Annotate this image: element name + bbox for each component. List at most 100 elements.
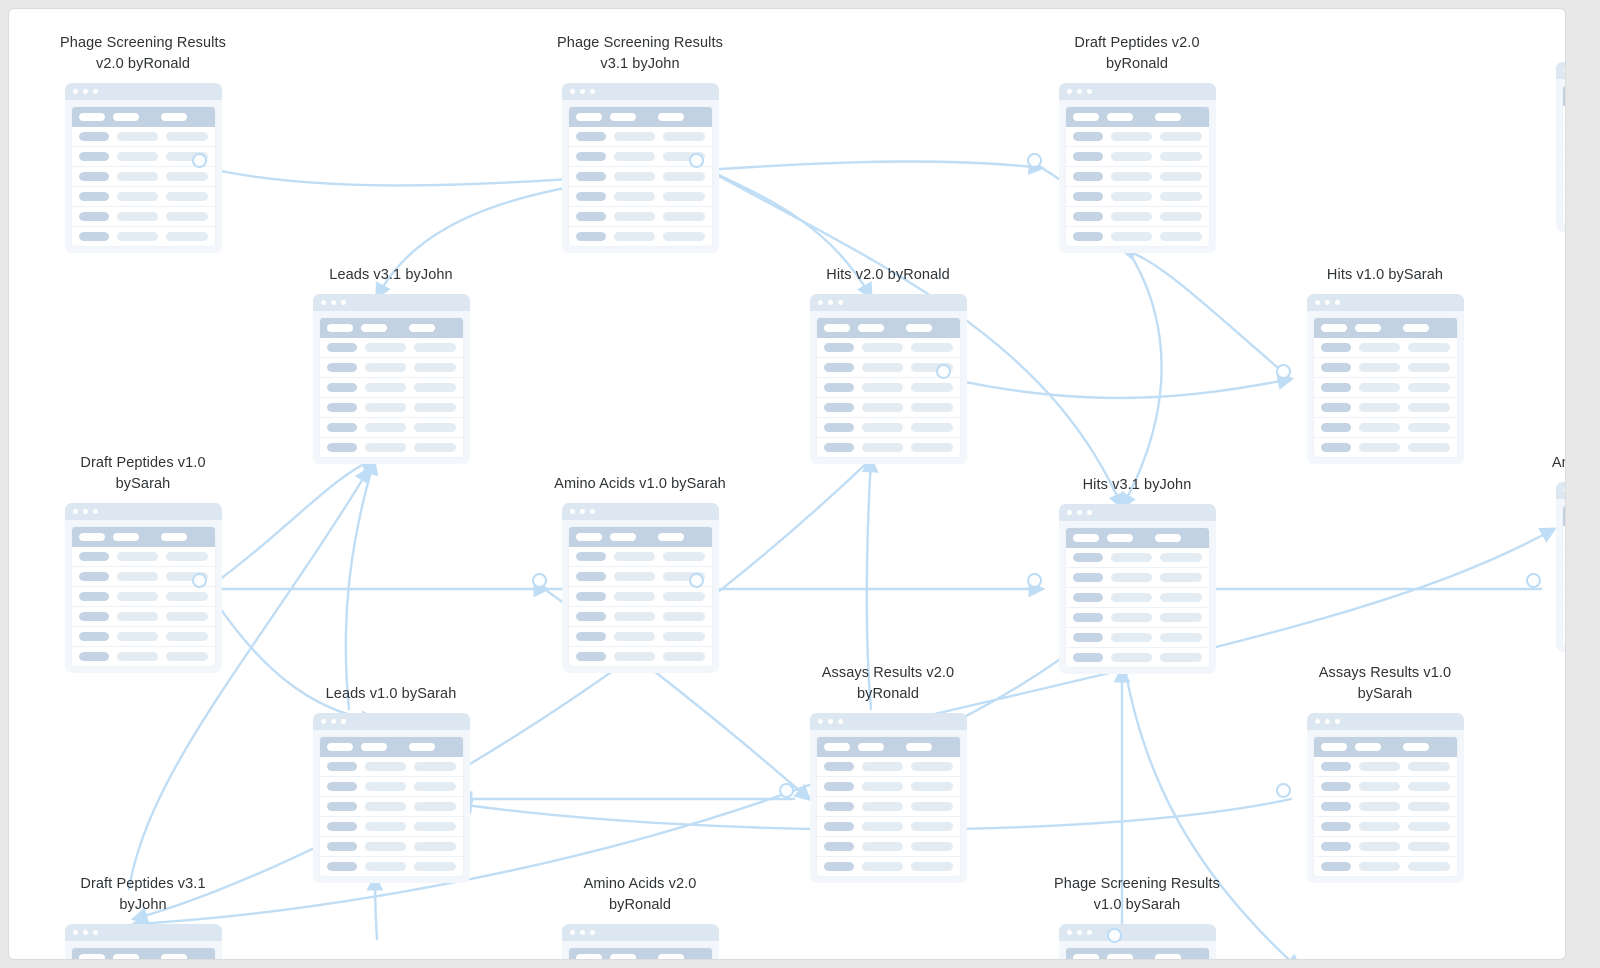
table-row <box>1562 546 1565 566</box>
table-cell <box>1110 172 1152 181</box>
table-cell <box>911 802 953 811</box>
edge-port-handle[interactable] <box>689 153 704 168</box>
table-row <box>817 438 960 457</box>
edge-port-handle[interactable] <box>532 573 547 588</box>
card-titlebar <box>1555 62 1565 79</box>
table-cell <box>911 822 953 831</box>
table-cell <box>1110 232 1152 241</box>
table-preview-card[interactable] <box>561 924 719 959</box>
table-cell <box>663 552 705 561</box>
table-preview-card[interactable] <box>1058 83 1216 253</box>
edge-port-handle[interactable] <box>936 364 951 379</box>
lineage-node[interactable]: Phage Screening Results v3.1 byJohn <box>540 33 740 253</box>
edge-port-handle[interactable] <box>192 573 207 588</box>
edge-port-handle[interactable] <box>1276 783 1291 798</box>
table-preview-card[interactable] <box>64 503 222 673</box>
table-header-cell <box>1354 743 1381 751</box>
table-cell <box>1358 822 1400 831</box>
table-cell <box>1320 802 1351 811</box>
table-cell <box>1110 613 1152 622</box>
lineage-node[interactable]: Amino Acids v3.0 byJohn <box>1534 453 1565 652</box>
table-cell <box>1358 443 1400 452</box>
lineage-node[interactable]: Hits v1.0 bySarah <box>1285 265 1485 464</box>
lineage-node[interactable]: Hits v2.0 byRonald <box>788 265 988 464</box>
lineage-node[interactable]: Phage Screening Results v2.0 byRonald <box>43 33 243 253</box>
table-cell <box>613 232 655 241</box>
lineage-node[interactable]: Amino Acids v2.0 byRonald <box>540 874 740 959</box>
table-cell <box>1072 653 1103 662</box>
table-cell <box>166 612 208 621</box>
lineage-node[interactable]: Draft Peptides v1.0 bySarah <box>43 453 243 673</box>
edge-port-handle[interactable] <box>1027 573 1042 588</box>
table-row <box>71 587 215 607</box>
table-row <box>816 837 960 857</box>
table-preview-card[interactable] <box>312 294 470 464</box>
table-cell <box>861 822 903 831</box>
table-cell <box>911 762 953 771</box>
lineage-node[interactable]: Phage Screening Results v1.0 bySarah <box>1037 874 1237 959</box>
table-preview-card[interactable] <box>1555 482 1565 652</box>
edge-port-handle[interactable] <box>1107 928 1122 943</box>
table-preview-card[interactable] <box>1306 713 1464 883</box>
table-header-row <box>1065 107 1209 127</box>
table-cell <box>1110 593 1152 602</box>
table-cell <box>1408 423 1450 432</box>
table-preview-card[interactable] <box>312 713 470 883</box>
edge-port-handle[interactable] <box>1027 153 1042 168</box>
table-preview-card[interactable] <box>64 83 222 253</box>
table-preview-card[interactable] <box>809 713 967 883</box>
lineage-node[interactable]: Hits v3.1 byJohn <box>1037 475 1237 674</box>
table-header-cell <box>1154 954 1181 959</box>
table-row <box>1314 438 1457 457</box>
edge-port-handle[interactable] <box>1276 364 1291 379</box>
table-preview-card[interactable] <box>1555 62 1565 232</box>
table-preview-body <box>815 736 961 877</box>
edge-port-handle[interactable] <box>1526 573 1541 588</box>
table-cell <box>364 862 406 871</box>
lineage-node[interactable]: Amino Acids v1.0 bySarah <box>540 474 740 673</box>
table-row <box>71 207 215 227</box>
table-cell <box>326 403 357 412</box>
edge-port-handle[interactable] <box>192 153 207 168</box>
table-cell <box>575 172 606 181</box>
table-cell <box>1072 212 1103 221</box>
table-cell <box>1110 653 1152 662</box>
lineage-node[interactable]: Leads v1.0 bySarah <box>291 684 491 883</box>
lineage-node[interactable]: Draft Peptides v3.1 byJohn <box>43 874 243 959</box>
lineage-node[interactable]: Draft Peptides v2.0 byRonald <box>1037 33 1237 253</box>
lineage-node[interactable]: Leads v2.0 byJohn <box>1534 33 1565 232</box>
table-cell <box>78 652 109 661</box>
table-header-cell <box>1402 743 1429 751</box>
table-cell <box>1072 573 1103 582</box>
table-preview-card[interactable] <box>1306 294 1464 464</box>
table-preview-card[interactable] <box>809 294 967 464</box>
table-row <box>319 817 463 837</box>
table-cell <box>1072 613 1103 622</box>
table-preview-card[interactable] <box>561 83 719 253</box>
window-dot-icon <box>1076 89 1082 94</box>
lineage-node[interactable]: Assays Results v2.0 byRonald <box>788 663 988 883</box>
table-cell <box>823 383 854 392</box>
table-cell <box>1320 762 1351 771</box>
table-preview-card[interactable] <box>1058 924 1216 959</box>
window-dot-icon <box>82 509 88 514</box>
table-header-row <box>568 948 712 959</box>
window-dot-icon <box>589 509 595 514</box>
table-preview-card[interactable] <box>1058 504 1216 674</box>
table-row <box>72 647 215 666</box>
table-header-row <box>568 107 712 127</box>
lineage-node[interactable]: Leads v3.1 byJohn <box>291 265 491 464</box>
table-preview-card[interactable] <box>561 503 719 673</box>
lineage-node[interactable]: Assays Results v1.0 bySarah <box>1285 663 1485 883</box>
edge-port-handle[interactable] <box>779 783 794 798</box>
table-cell <box>326 423 357 432</box>
table-cell <box>414 343 456 352</box>
edge-port-handle[interactable] <box>689 573 704 588</box>
node-label: Amino Acids v1.0 bySarah <box>554 476 726 492</box>
node-label: Phage Screening Results v2.0 byRonald <box>60 35 226 72</box>
table-cell <box>166 212 208 221</box>
table-preview-card[interactable] <box>64 924 222 959</box>
table-row <box>1066 648 1209 667</box>
table-row <box>319 777 463 797</box>
